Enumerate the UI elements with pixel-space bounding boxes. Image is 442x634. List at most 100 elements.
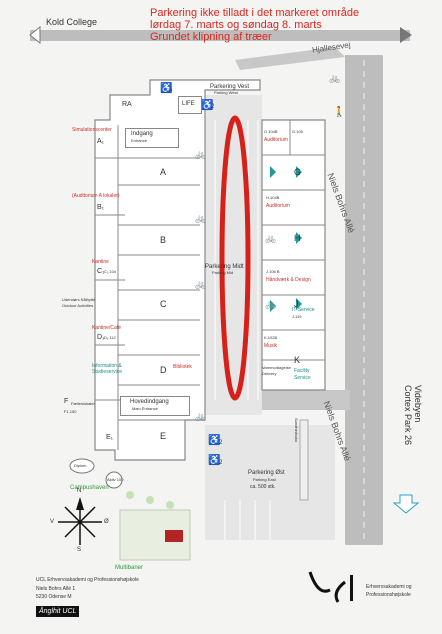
wheelchair-icon: ♿ <box>208 455 221 466</box>
building-j: J <box>294 299 299 309</box>
label-delivery: Delivery <box>262 371 277 376</box>
label-auditorium-g: Auditorium <box>264 137 288 143</box>
wheelchair-count-b: 2 <box>211 104 215 110</box>
footer-line-2: Niels Bohrs Allé 1 <box>36 586 76 592</box>
bicycle-icon: 🚲 <box>195 279 207 289</box>
building-c1: C₁ <box>97 268 105 275</box>
label-h104b: H.104B <box>266 195 280 200</box>
building-e: E <box>160 431 167 441</box>
label-info: Information & <box>92 363 122 369</box>
label-simulation: Simulationscenter <box>72 127 112 133</box>
parking-west-label: Parkering Vest <box>210 84 250 90</box>
parking-mid-en-label: Parking Mid <box>212 270 234 275</box>
parking-east-en-label: Parking East <box>253 477 276 482</box>
building-g: G <box>294 167 302 177</box>
right-arrow-icon <box>400 27 412 43</box>
hjallesevej-road <box>235 47 345 70</box>
footer-line-3: 5230 Odense M <box>36 594 72 600</box>
label-studie: Studieservice <box>92 369 123 375</box>
kold-college-label: Kold College <box>46 17 98 27</box>
wheelchair-icon: ♿ <box>208 435 221 446</box>
label-kantine: Kantine <box>92 259 109 265</box>
niels-bohrs-road <box>345 55 383 545</box>
life-box <box>178 96 202 114</box>
building-b: B <box>160 235 167 245</box>
label-it-service: IT-Service <box>292 307 315 313</box>
videbyen-line-1: Videbyen <box>413 385 423 423</box>
bicycle-icon: 🚲 <box>195 149 207 159</box>
label-d1-room: D₁.112 <box>104 335 116 340</box>
label-varemodtagelse: Varemodtagelse <box>262 365 291 370</box>
notice-line-3: Grundet klipning af træer <box>150 31 272 43</box>
building-a1: A₁ <box>97 138 105 145</box>
building-life: LIFE <box>182 101 195 107</box>
building-a: A <box>160 167 167 177</box>
label-haandvaerk: Håndværk & Design <box>266 277 311 283</box>
left-arrow-icon <box>29 25 41 45</box>
main-entrance-en-label: Main Entrance <box>132 406 158 411</box>
wheelchair-icon: ♿ <box>160 83 173 94</box>
bicycle-icon: 🚲 <box>265 233 277 243</box>
label-udendors: Udendørs Nålhytte <box>62 297 96 302</box>
label-auditorium-left: (Auditorium A lokaler) <box>72 193 120 199</box>
main-entrance-box <box>120 396 190 416</box>
label-outdoor: Outdoor Activities <box>62 303 94 308</box>
footer-line-1: UCL Erhvervsakademi og Professionshøjsko… <box>36 577 139 583</box>
label-j119: J.119 <box>292 314 302 319</box>
label-f-room: F1.150 <box>64 409 77 414</box>
wheelchair-count-a: 4 <box>169 88 173 94</box>
parking-east-label: Parkering Øst <box>248 470 285 476</box>
label-j106b: J.106 B <box>266 269 280 274</box>
wheelchair-icon: ♿ <box>201 100 214 111</box>
compass-n: N <box>77 488 82 494</box>
bicycle-icon: 🚲 <box>329 73 341 83</box>
label-aktiv: Aktiv 100 <box>107 477 124 482</box>
building-k: K <box>294 355 301 365</box>
entrance-box <box>125 128 179 148</box>
east-building <box>261 119 326 391</box>
footer-logo-text-1: Erhvervsakademi og <box>366 584 412 590</box>
parking-mid-label: Parkering Midt <box>205 264 244 270</box>
down-arrow-icon <box>392 494 420 514</box>
building-h: H <box>294 233 301 243</box>
entrance-label: Indgang <box>131 131 153 137</box>
label-k102b: K.102B <box>264 335 278 340</box>
label-facility: Facility <box>294 368 310 374</box>
sundhed-bar <box>299 419 309 501</box>
building-d: D <box>160 365 167 375</box>
parking-west-en-label: Parking West <box>214 90 238 95</box>
compass-w: V <box>50 519 55 525</box>
wheelchair-count-d: 2 <box>219 460 223 466</box>
west-building <box>94 79 261 461</box>
bicycle-icon: 🚲 <box>265 299 277 309</box>
label-diplom: Diplom <box>74 463 87 468</box>
compass-s: S <box>77 547 82 553</box>
bicycle-icon: 🚲 <box>195 213 207 223</box>
videbyen-line-2: Cortex Park 26 <box>403 385 413 446</box>
compass-e: Ø <box>104 519 109 525</box>
label-bibliotek: Bibliotek <box>173 364 192 370</box>
label-multibaner: Multibaner <box>115 565 144 571</box>
building-b1: B₁ <box>97 204 105 211</box>
label-auditorium-h: Auditorium <box>266 203 290 209</box>
label-kantine-cafe: Kantine/Café <box>92 325 121 331</box>
parking-midt-area <box>200 95 262 415</box>
parking-east-count: ca. 500 stk. <box>250 484 276 490</box>
bicycle-icon: 🚲 <box>195 411 207 421</box>
label-musik: Musik <box>264 343 278 349</box>
diplom-oval <box>69 458 95 474</box>
building-f: F <box>64 398 69 405</box>
label-f-sub: Fælleslokaler <box>71 401 95 406</box>
label-c1-room: C₁.104 <box>104 269 117 274</box>
main-entrance-label: Hovedindgang <box>130 399 169 405</box>
building-c: C <box>160 299 167 309</box>
notice-line-1: Parkering ikke tilladt i det markeret om… <box>150 7 360 19</box>
label-campushaven: Campushaven <box>70 485 109 491</box>
building-ra: RA <box>122 101 132 108</box>
east-road <box>250 390 350 410</box>
pedestrian-icon: 🚶 <box>333 107 346 118</box>
aktiv-circle <box>105 471 123 489</box>
label-g105: G.105 <box>292 129 303 134</box>
footer-logo-text-2: Professionshøjskole <box>366 592 411 598</box>
